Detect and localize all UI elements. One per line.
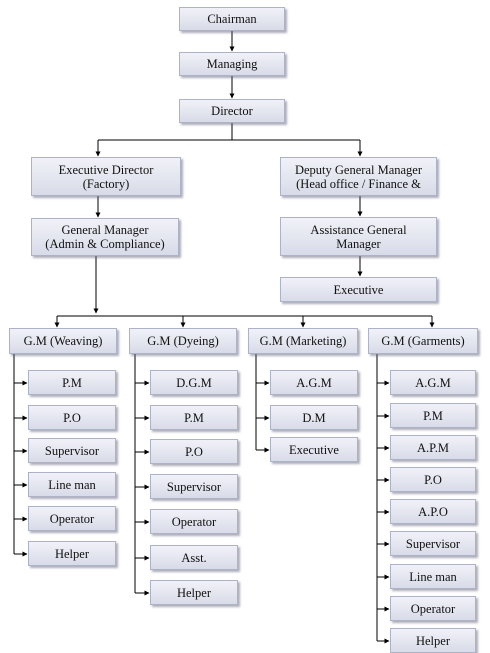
dyeing-staff-dgm: D.G.M (150, 370, 238, 395)
garments-staff-line-man: Line man (390, 564, 476, 589)
marketing-staff-agm: A.G.M (270, 370, 358, 395)
dyeing-staff-supervisor: Supervisor (150, 474, 238, 499)
gm-garments-box: G.M (Garments) (368, 328, 478, 354)
chairman-box: Chairman (179, 7, 285, 31)
garments-staff-helper: Helper (390, 628, 476, 653)
assistant-general-manager-box: Assistance General Manager (280, 217, 437, 256)
weaving-staff-pm: P.M (28, 370, 116, 395)
deputy-general-manager-box: Deputy General Manager (Head office / Fi… (280, 157, 437, 196)
dyeing-staff-operator: Operator (150, 509, 238, 534)
gm-weaving-box: G.M (Weaving) (9, 328, 117, 354)
dyeing-staff-po: P.O (150, 439, 238, 464)
managing-box: Managing (179, 52, 285, 76)
weaving-staff-operator: Operator (28, 506, 116, 531)
garments-staff-agm: A.G.M (390, 370, 476, 395)
marketing-staff-dm: D.M (270, 405, 358, 430)
gm-dyeing-box: G.M (Dyeing) (129, 328, 237, 354)
dyeing-staff-pm: P.M (150, 405, 238, 430)
dyeing-staff-asst: Asst. (150, 545, 238, 570)
dyeing-staff-helper: Helper (150, 580, 238, 605)
garments-staff-po: P.O (390, 467, 476, 492)
weaving-staff-po: P.O (28, 405, 116, 430)
weaving-staff-supervisor: Supervisor (28, 438, 116, 463)
garments-staff-operator: Operator (390, 596, 476, 621)
marketing-staff-executive: Executive (270, 437, 358, 462)
general-manager-box: General Manager (Admin & Compliance) (31, 218, 179, 256)
director-box: Director (179, 99, 285, 123)
garments-staff-supervisor: Supervisor (390, 531, 476, 556)
garments-staff-apo: A.P.O (390, 499, 476, 524)
gm-marketing-box: G.M (Marketing) (248, 328, 358, 354)
executive-box: Executive (280, 277, 437, 302)
weaving-staff-helper: Helper (28, 541, 116, 566)
executive-director-box: Executive Director (Factory) (31, 157, 181, 196)
garments-staff-pm: P.M (390, 403, 476, 428)
garments-staff-apm: A.P.M (390, 435, 476, 460)
weaving-staff-line-man: Line man (28, 472, 116, 497)
